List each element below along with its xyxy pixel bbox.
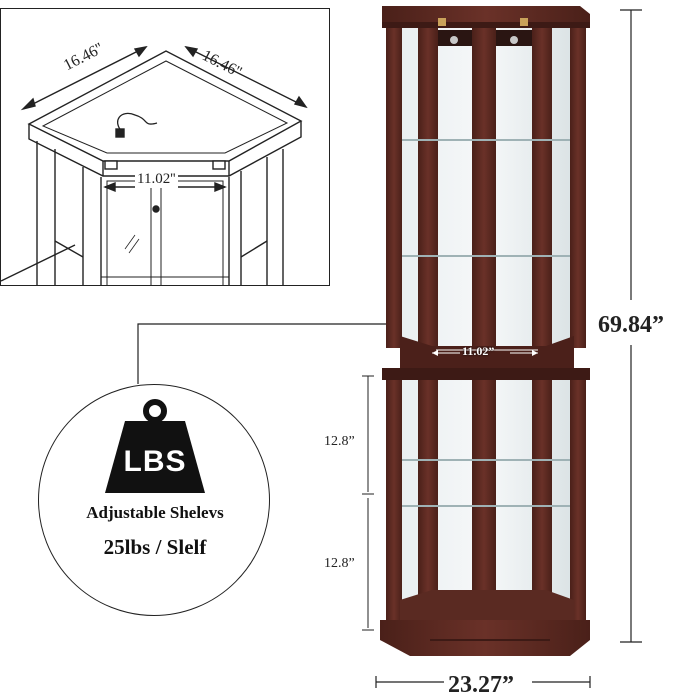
cabinet-top-line-art [1,45,308,285]
shelf-gap-dimension-lines [362,375,374,631]
badge-line-1: Adjustable Shelevs [86,503,224,522]
shelf-gap-label-2: 12.8” [324,556,355,571]
curio-cabinet-image [380,6,590,656]
weight-icon-label: LBS [123,445,187,478]
weight-icon [105,399,205,493]
cabinet-top-detail-drawing: 16.46'' 16.46'' 11.02'' [0,8,330,286]
cabinet-inner-width-label: 11.02” [462,344,495,358]
badge-line-2: 25lbs / Slelf [103,535,207,559]
shelf-gap-label-1: 12.8” [324,434,355,449]
inset-front-dimension: 11.02'' [135,171,178,188]
width-dimension-line [375,676,591,688]
inner-width-arrow [432,350,538,356]
shelf-capacity-badge: LBS Adjustable Shelevs 25lbs / Slelf [38,384,270,616]
height-dimension-line [620,9,642,643]
height-label: 69.84” [598,312,664,338]
width-label: 23.27” [448,672,514,698]
